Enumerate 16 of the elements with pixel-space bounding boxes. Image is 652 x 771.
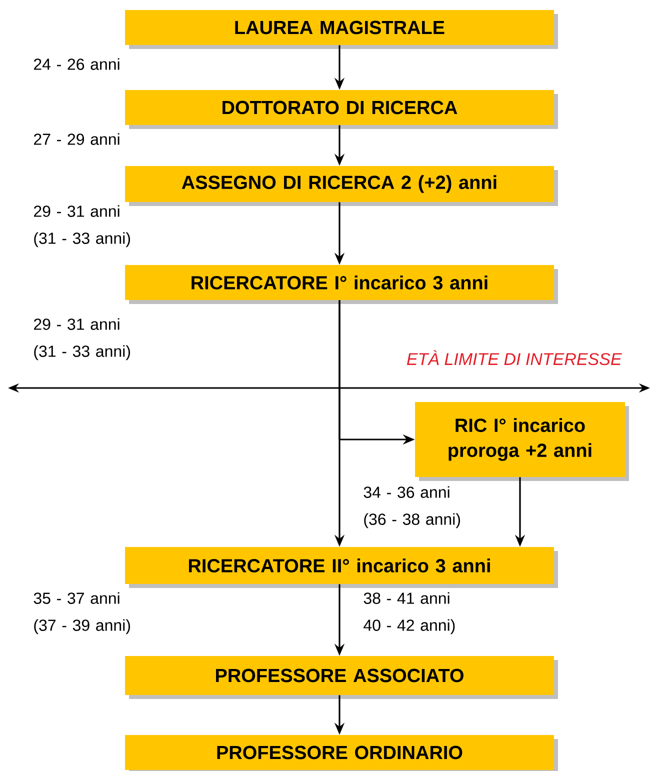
process-box: RICERCATORE II° incarico 3 anni: [125, 547, 558, 588]
process-box: RIC I° incarico proroga +2 anni: [415, 402, 629, 481]
process-box: LAUREA MAGISTRALE: [125, 10, 558, 49]
age-label: 34 - 36 anni (36 - 38 anni): [364, 486, 460, 528]
limit-label: ETÀ LIMITE DI INTERESSE: [406, 350, 622, 366]
process-box: PROFESSORE ORDINARIO: [125, 735, 558, 771]
age-label: 29 - 31 anni (31 - 33 anni): [34, 205, 130, 248]
process-box: ASSEGNO DI RICERCA 2 (+2) anni: [125, 166, 558, 206]
age-label: 29 - 31 anni (31 - 33 anni): [34, 318, 130, 360]
age-label: 24 - 26 anni: [34, 58, 120, 70]
age-label: 27 - 29 anni: [34, 133, 120, 145]
process-box: PROFESSORE ASSOCIATO: [125, 656, 558, 699]
age-label: 35 - 37 anni (37 - 39 anni): [34, 592, 130, 634]
process-box: RICERCATORE I° incarico 3 anni: [125, 265, 558, 304]
age-label: 38 - 41 anni 40 - 42 anni): [364, 592, 455, 634]
process-box: DOTTORATO DI RICERCA: [125, 90, 558, 129]
